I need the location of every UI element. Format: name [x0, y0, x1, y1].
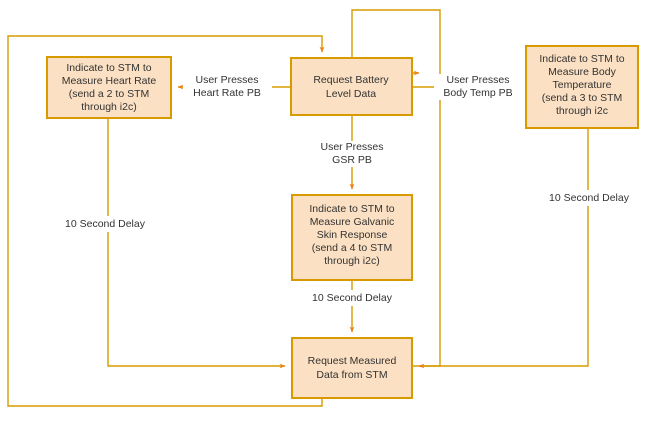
- node-indicate-galvanic-skin-response-line2: Measure Galvanic: [310, 216, 395, 228]
- node-indicate-heart-rate[interactable]: Indicate to STM to Measure Heart Rate (s…: [46, 56, 172, 119]
- node-indicate-heart-rate-line1: Indicate to STM to: [66, 62, 151, 74]
- edge-label-delay-left-text: 10 Second Delay: [65, 218, 146, 230]
- edge-label-delay-left: 10 Second Delay: [56, 216, 154, 232]
- node-indicate-heart-rate-line2: Measure Heart Rate: [62, 75, 157, 87]
- node-request-measured-data-line2: Data from STM: [316, 369, 387, 381]
- edge-label-delay-right-text: 10 Second Delay: [549, 192, 630, 204]
- node-indicate-galvanic-skin-response-line1: Indicate to STM to: [309, 203, 394, 215]
- edge-label-gsr-pb: User Presses GSR PB: [310, 141, 394, 167]
- edge-label-delay-center-text: 10 Second Delay: [312, 292, 393, 304]
- node-indicate-body-temperature-line1: Indicate to STM to: [539, 53, 624, 65]
- edge-label-gsr-pb-line2: GSR PB: [332, 154, 372, 166]
- node-indicate-galvanic-skin-response[interactable]: Indicate to STM to Measure Galvanic Skin…: [291, 194, 413, 281]
- edge-label-heart-rate-pb: User Presses Heart Rate PB: [183, 74, 272, 100]
- node-request-battery-level-data[interactable]: Request Battery Level Data: [290, 57, 413, 116]
- edge-label-body-temp-pb-line1: User Presses: [446, 74, 509, 86]
- edge-label-body-temp-pb-line2: Body Temp PB: [443, 87, 512, 99]
- edge-label-body-temp-pb: User Presses Body Temp PB: [434, 74, 522, 100]
- node-request-measured-data-line1: Request Measured: [308, 355, 397, 367]
- edge-label-gsr-pb-line1: User Presses: [320, 141, 383, 153]
- edge-label-delay-center: 10 Second Delay: [303, 290, 401, 306]
- node-indicate-body-temperature[interactable]: Indicate to STM to Measure Body Temperat…: [525, 45, 639, 129]
- edge-body-temp-to-request-measured: [418, 128, 589, 369]
- node-request-battery-level-data-line2: Level Data: [326, 88, 376, 100]
- node-indicate-heart-rate-line3: (send a 2 to STM: [69, 88, 150, 100]
- edge-label-heart-rate-pb-line1: User Presses: [195, 74, 258, 86]
- node-indicate-galvanic-skin-response-line3: Skin Response: [317, 229, 388, 241]
- node-indicate-body-temperature-line4: (send a 3 to STM: [542, 92, 623, 104]
- edge-request-measured-to-battery-left: [7, 35, 325, 407]
- node-request-measured-data[interactable]: Request Measured Data from STM: [291, 337, 413, 399]
- node-indicate-heart-rate-line4: through i2c): [81, 101, 136, 113]
- node-indicate-body-temperature-line3: Temperature: [553, 79, 612, 91]
- edge-label-heart-rate-pb-line2: Heart Rate PB: [193, 87, 261, 99]
- edge-heart-rate-to-request-measured: [107, 118, 286, 369]
- node-indicate-galvanic-skin-response-line5: through i2c): [324, 255, 379, 267]
- edge-label-delay-right: 10 Second Delay: [540, 190, 638, 206]
- node-indicate-body-temperature-line5: through i2c: [556, 105, 608, 117]
- node-indicate-body-temperature-line2: Measure Body: [548, 66, 616, 78]
- node-indicate-galvanic-skin-response-line4: (send a 4 to STM: [312, 242, 393, 254]
- node-request-battery-level-data-line1: Request Battery: [313, 74, 389, 86]
